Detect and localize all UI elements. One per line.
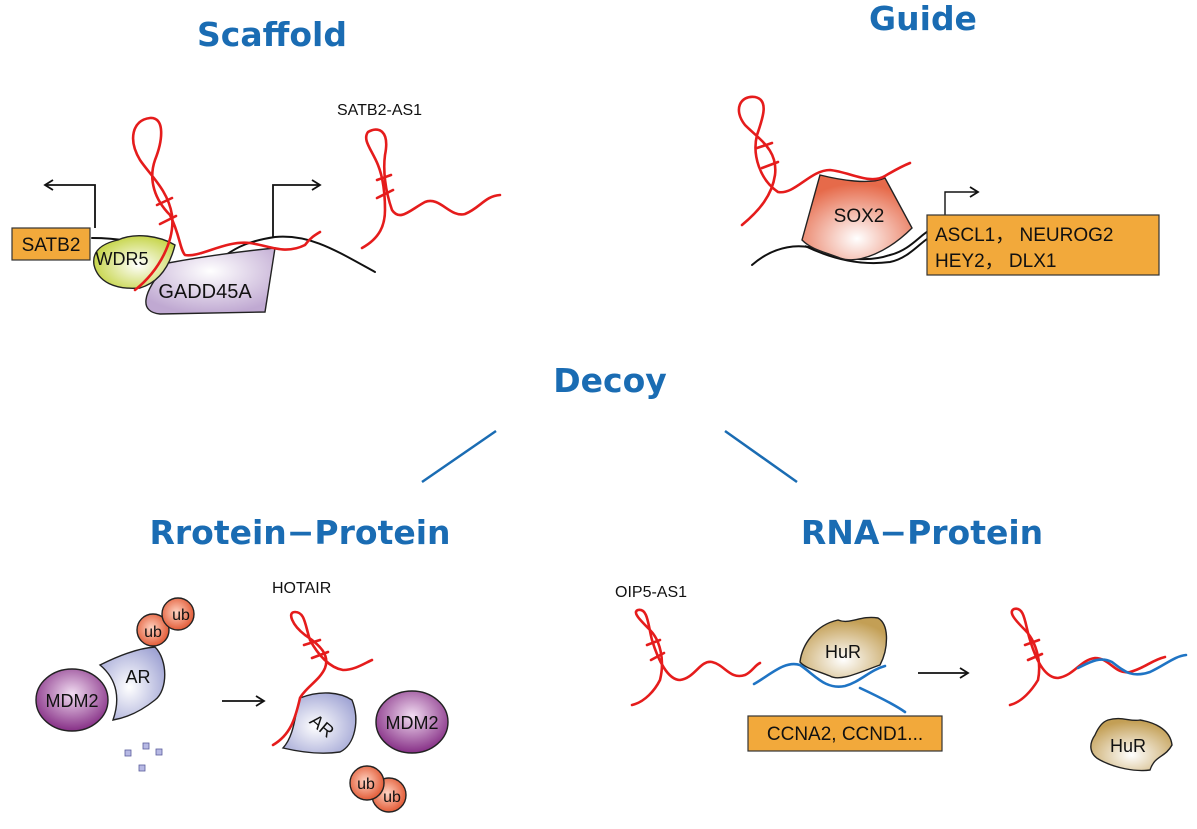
rna-protein-panel: RNA−Protein OIP5-AS1 HuR CCNA2, CCND1...…: [615, 513, 1188, 772]
rna-rung: [158, 214, 178, 226]
ar-protein-bound: [281, 692, 357, 754]
guide-lncrna: [737, 95, 912, 227]
scaffold-title: Scaffold: [197, 15, 347, 54]
mdm2-label: MDM2: [46, 691, 99, 711]
wdr5-protein: [93, 234, 176, 289]
satb2-label: SATB2: [22, 235, 81, 256]
rna-rung: [1026, 652, 1044, 662]
oip5-as1-lncrna: [630, 608, 762, 707]
target-genes-box: [926, 214, 1160, 276]
scaffold-panel: Scaffold GADD45A WDR5 SATB2 SATB2-AS1: [11, 15, 502, 315]
oip5-as1-lncrna-sponging: [1008, 607, 1167, 707]
mdm2-protein: [35, 668, 109, 732]
satb2-as1-label: SATB2-AS1: [337, 102, 422, 119]
satb2-gene-box: [11, 227, 91, 261]
protein-protein-title: Rrotein−Protein: [149, 513, 450, 552]
target-genes-line2: HEY2， DLX1: [935, 251, 1056, 272]
oip5-as1-label: OIP5-AS1: [615, 584, 687, 601]
rna-rung: [375, 173, 393, 182]
fragment: [142, 742, 150, 750]
rna-rung: [302, 638, 322, 647]
tss-arrow-right-icon: [272, 179, 322, 237]
hotair-lncrna: [271, 610, 374, 747]
decoy-panel: Decoy: [421, 361, 798, 484]
target-genes-label: CCNA2, CCND1...: [767, 724, 923, 745]
ar-protein: [98, 646, 166, 721]
hur-bound-label: HuR: [825, 642, 861, 662]
tss-arrow-icon: [944, 186, 980, 215]
rna-rung: [645, 638, 662, 647]
guide-panel: Guide SOX2 ASCL1， NEUROG2 HEY2， DLX1: [737, 0, 1160, 276]
target-genes-box: [747, 715, 943, 752]
ubiquitin-2: [161, 597, 195, 631]
rna-rung: [649, 651, 666, 662]
released-mrna: [1076, 653, 1188, 676]
target-mrna-tail: [858, 686, 907, 714]
fragment: [155, 748, 163, 756]
sox2-protein: [801, 174, 913, 261]
rna-rung: [310, 650, 330, 660]
decoy-branch-right: [724, 429, 798, 484]
protein-protein-panel: Rrotein−Protein MDM2 AR ub ub HOTAIR AR …: [35, 513, 451, 813]
decoy-branch-left: [421, 429, 497, 484]
ub-label: ub: [383, 789, 401, 806]
gadd45a-label: GADD45A: [158, 281, 252, 303]
sox2-label: SOX2: [834, 206, 885, 227]
tss-arrow-left-icon: [43, 179, 96, 228]
guide-title: Guide: [869, 0, 977, 38]
rna-rung: [760, 160, 780, 170]
satb2-as1-lncrna-bound: [131, 116, 322, 292]
target-genes-line1: ASCL1， NEUROG2: [935, 225, 1113, 246]
mdm2-protein-free: [375, 690, 449, 754]
ub-label: ub: [357, 776, 375, 793]
ubiquitin-free-1: [349, 765, 385, 801]
ub-label: ub: [172, 607, 190, 624]
rna-rung: [755, 141, 774, 150]
rna-rung: [375, 188, 395, 200]
rna-rung: [155, 196, 174, 207]
satb2-as1-lncrna-free: [360, 128, 502, 250]
hur-protein-bound: [799, 616, 888, 679]
rna-protein-title: RNA−Protein: [801, 513, 1043, 552]
hotair-label: HOTAIR: [272, 580, 331, 597]
hur-protein-free: [1090, 717, 1173, 772]
dna-strand-2: [804, 235, 933, 265]
target-mrna: [752, 662, 887, 688]
fragment: [124, 749, 132, 757]
fragment: [138, 764, 146, 772]
wdr5-label: WDR5: [96, 249, 149, 269]
ubiquitin-1: [136, 613, 170, 647]
degraded-fragments: [124, 742, 163, 772]
decoy-title: Decoy: [553, 361, 667, 400]
rna-rung: [1023, 638, 1041, 647]
mdm2-free-label: MDM2: [386, 713, 439, 733]
ub-label: ub: [144, 624, 162, 641]
hur-free-label: HuR: [1110, 736, 1146, 756]
ar-label: AR: [125, 667, 150, 687]
